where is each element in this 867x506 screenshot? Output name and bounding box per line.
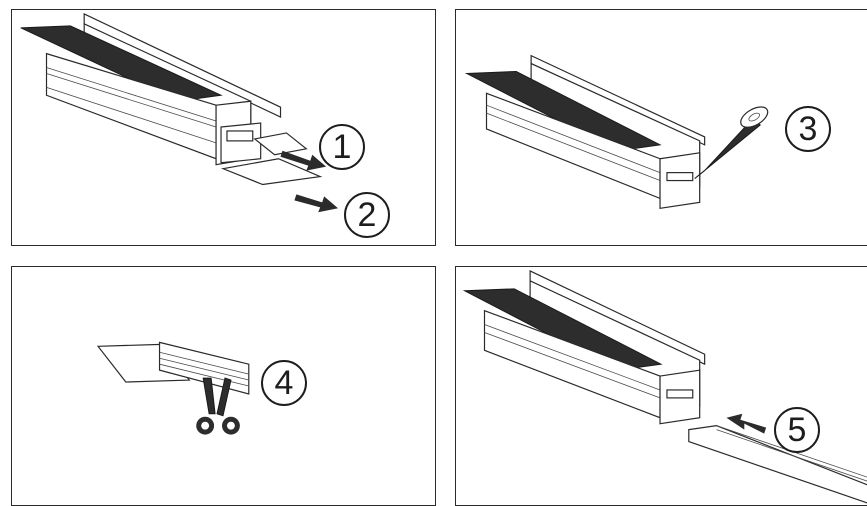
step-number-5: 5 (774, 407, 820, 453)
step-number-4: 4 (261, 360, 307, 406)
profile-illustration-2 (464, 54, 769, 210)
profile-illustration-1 (20, 13, 339, 213)
step-number-3: 3 (785, 106, 831, 152)
profile-illustration-4 (462, 270, 867, 504)
step-number-1: 1 (319, 124, 365, 170)
arrow-right-icon (294, 194, 339, 213)
panel-step-3: 3 (455, 9, 867, 246)
tape-roll-icon (740, 106, 769, 128)
panel-step-4: 4 (11, 266, 436, 506)
arrow-left-icon (726, 413, 767, 434)
step-number-2: 2 (344, 192, 390, 238)
arrow-right-icon (280, 150, 327, 171)
panel-step-1-2: 1 2 (11, 9, 436, 246)
panel-step-5: 5 (455, 266, 867, 506)
profile-illustration-3 (96, 341, 250, 435)
scissors-icon (196, 377, 240, 435)
